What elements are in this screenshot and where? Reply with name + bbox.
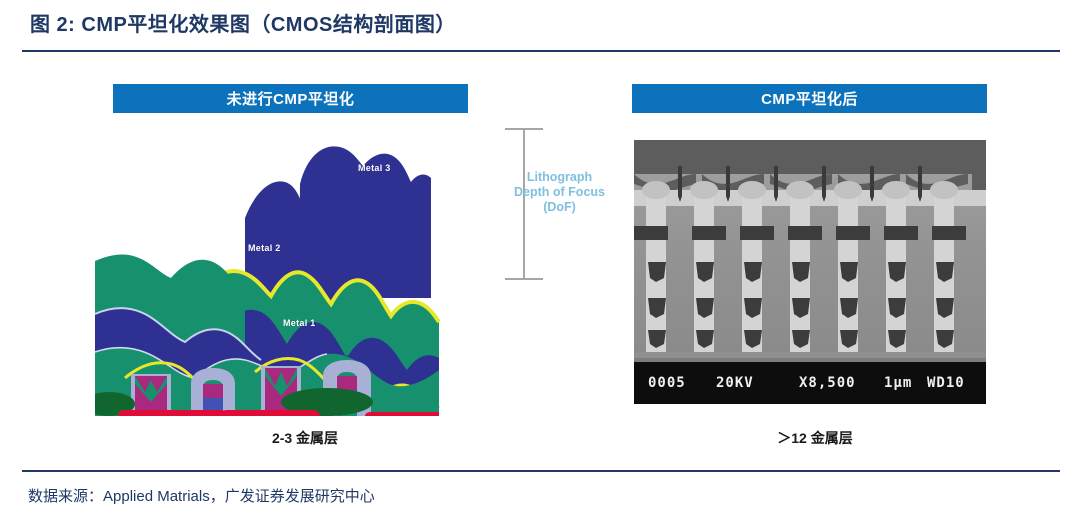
panel-header-right: CMP平坦化后 — [632, 84, 987, 113]
dof-line-1: Lithograph — [526, 170, 593, 184]
sem-working-distance: WD10 — [927, 375, 965, 391]
sem-caption-bar: 0005 20KV X8,500 1μm WD10 — [634, 362, 986, 404]
contact-plug-a — [131, 374, 171, 416]
sem-magnification: X8,500 — [799, 375, 856, 391]
sem-metal-row-1 — [634, 226, 966, 240]
metal2-label: Metal 2 — [248, 243, 281, 253]
bracket-bottom-cap — [505, 278, 543, 280]
bracket-stem — [523, 128, 525, 280]
barrier-contact-1 — [124, 361, 201, 386]
sem-scale-label: 1μm — [884, 375, 913, 391]
metal1-liner-left — [95, 307, 262, 361]
sem-via-row-2 — [648, 262, 954, 282]
sd-region-2 — [221, 410, 320, 416]
panel-header-left: 未进行CMP平坦化 — [113, 84, 468, 113]
barrier-layer-3 — [197, 269, 440, 324]
panel-caption-right: ＞12 金属层 — [777, 430, 853, 446]
depth-of-focus-annotation: Lithograph Depth of Focus (DoF) — [492, 170, 627, 215]
sem-voltage: 20KV — [716, 375, 754, 391]
sem-via-row-4 — [648, 330, 954, 348]
gate-stack-a — [191, 368, 235, 416]
well-left — [95, 392, 135, 416]
panel-caption-left: 2-3 金属层 — [271, 430, 339, 446]
source-attribution: 数据来源：Applied Matrials，广发证券发展研究中心 — [28, 488, 375, 505]
dof-line-3: (DoF) — [543, 200, 576, 214]
sem-via-row-3 — [648, 298, 954, 318]
sd-region-1 — [118, 410, 232, 416]
well-right — [281, 388, 373, 416]
barrier-contact-2 — [254, 357, 329, 384]
metal1-label: Metal 1 — [283, 318, 316, 328]
sem-micrograph: 0005 20KV X8,500 1μm WD10 — [634, 140, 986, 404]
footer-divider — [22, 470, 1060, 472]
metal3-bump-left — [245, 181, 351, 306]
sem-frame-number: 0005 — [648, 375, 686, 391]
metal3-label: Metal 3 — [358, 163, 391, 173]
cmos-cross-section-illustration — [95, 126, 440, 416]
title-divider — [22, 50, 1060, 52]
dof-line-2: Depth of Focus — [514, 185, 605, 199]
page-title: 图 2: CMP平坦化效果图（CMOS结构剖面图） — [30, 14, 456, 36]
sd-region-3 — [365, 412, 439, 416]
depth-of-focus-bracket — [505, 128, 543, 280]
